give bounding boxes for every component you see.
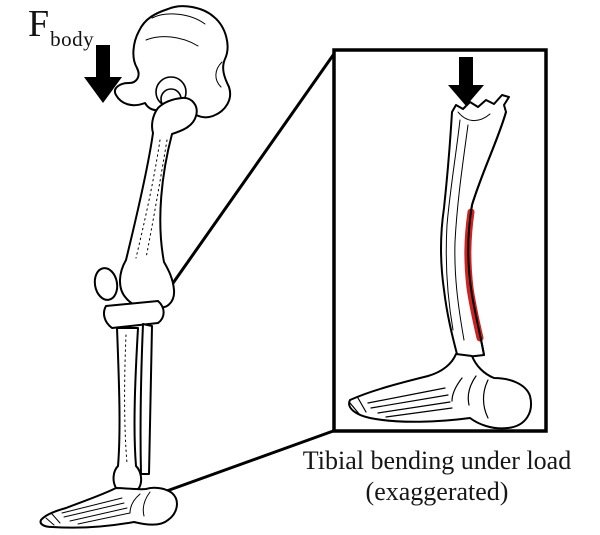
callout-line-lower — [149, 428, 337, 499]
leg-skeleton-illustration — [39, 5, 232, 529]
inset-tibia-texture — [445, 111, 491, 341]
callout-lines — [149, 50, 338, 499]
inset-box — [332, 48, 548, 433]
caption-line-1: Tibial bending under load — [302, 446, 572, 475]
inset-force-arrow-icon — [448, 57, 484, 106]
inset-tibia-edge — [467, 111, 507, 356]
force-body-label: Fbody — [28, 2, 94, 52]
fibula-bone — [139, 323, 153, 475]
force-arrow-icon — [84, 45, 122, 103]
inset-illustration — [348, 57, 532, 430]
caption-line-2: (exaggerated) — [365, 476, 509, 506]
tibia-texture — [124, 334, 128, 464]
callout-line-upper — [150, 50, 338, 314]
force-subscript: body — [50, 27, 95, 51]
inset-foot-texture — [349, 375, 489, 419]
hip-bone-texture — [145, 13, 223, 88]
patella — [93, 267, 119, 301]
inset-caption: Tibial bending under load (exaggerated) — [262, 446, 600, 507]
inset-foot-bones — [348, 353, 532, 430]
tibial-plateau — [103, 300, 165, 329]
foot-texture — [45, 491, 151, 526]
force-symbol: F — [28, 3, 51, 45]
femur-bone — [119, 96, 198, 309]
tibia-bone — [112, 327, 143, 495]
femur-texture — [135, 139, 168, 259]
foot-bones — [39, 486, 178, 529]
